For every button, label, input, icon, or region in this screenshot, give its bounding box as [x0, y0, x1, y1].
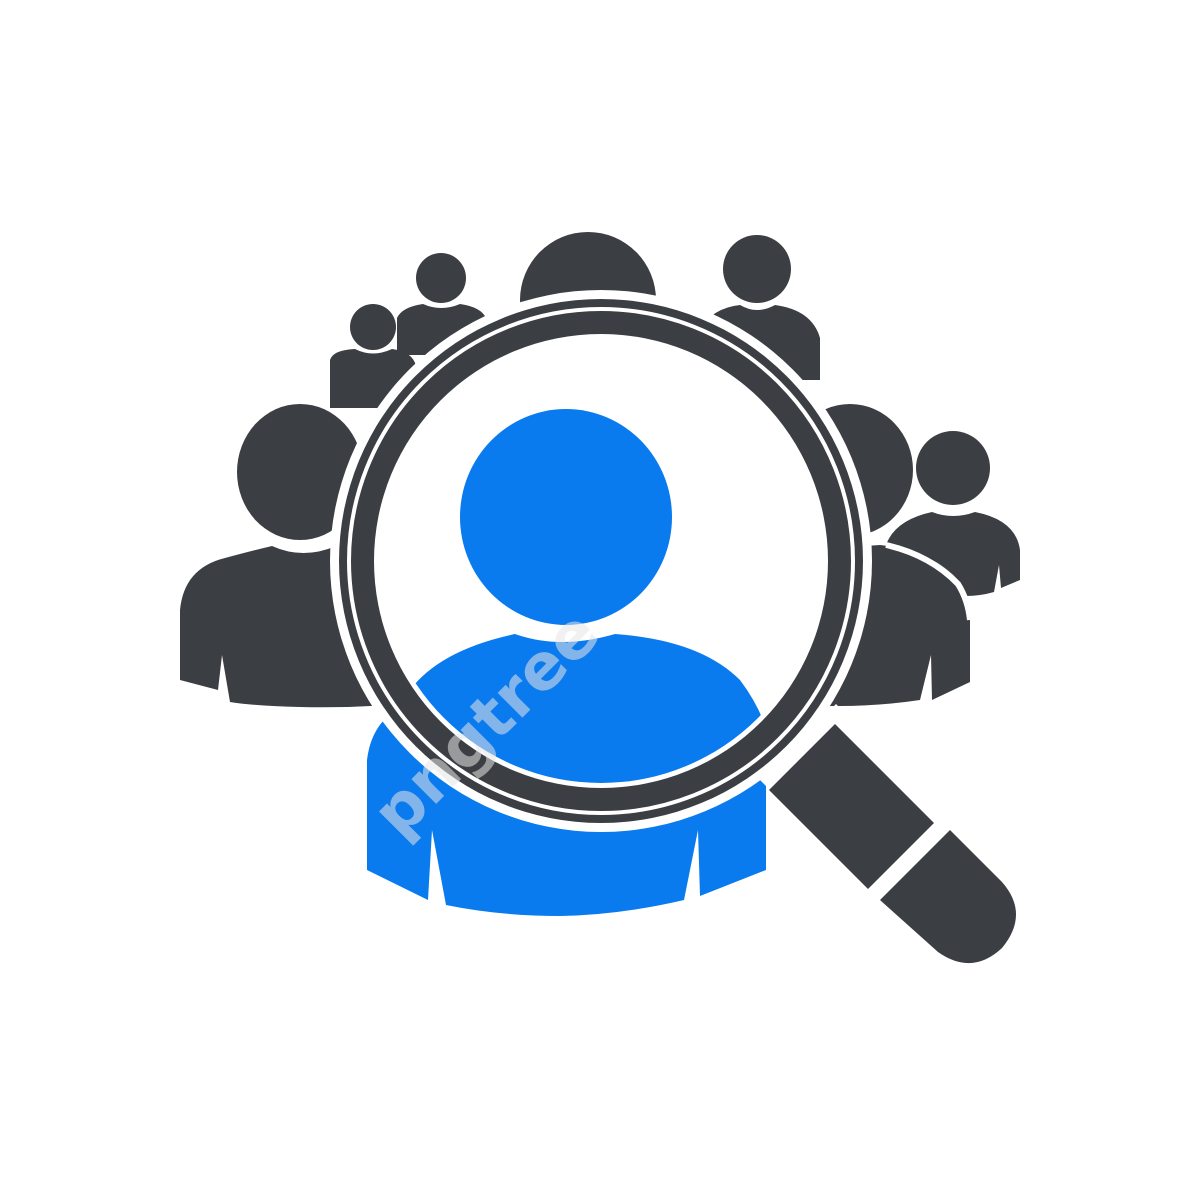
- handle-neck: [769, 724, 934, 889]
- magnifier-frame-line: [347, 307, 855, 815]
- crowd-person-head: [237, 404, 363, 540]
- crowd-person-head: [350, 304, 396, 350]
- handle-grip: [880, 830, 1016, 964]
- magnifier-icon: [330, 290, 1016, 964]
- figure-separators: [885, 542, 973, 621]
- crowd-person-head: [916, 431, 990, 505]
- crowd-person-large-left: [180, 404, 390, 708]
- crowd-person-head: [416, 253, 466, 303]
- crowd-person-body: [886, 512, 1020, 596]
- separator-far-right: [885, 542, 973, 621]
- crowd-person-far-right: [886, 431, 1020, 596]
- crowd-person-head: [723, 235, 791, 303]
- lens-person-head: [460, 409, 672, 625]
- magnifier-handle: [760, 704, 1016, 964]
